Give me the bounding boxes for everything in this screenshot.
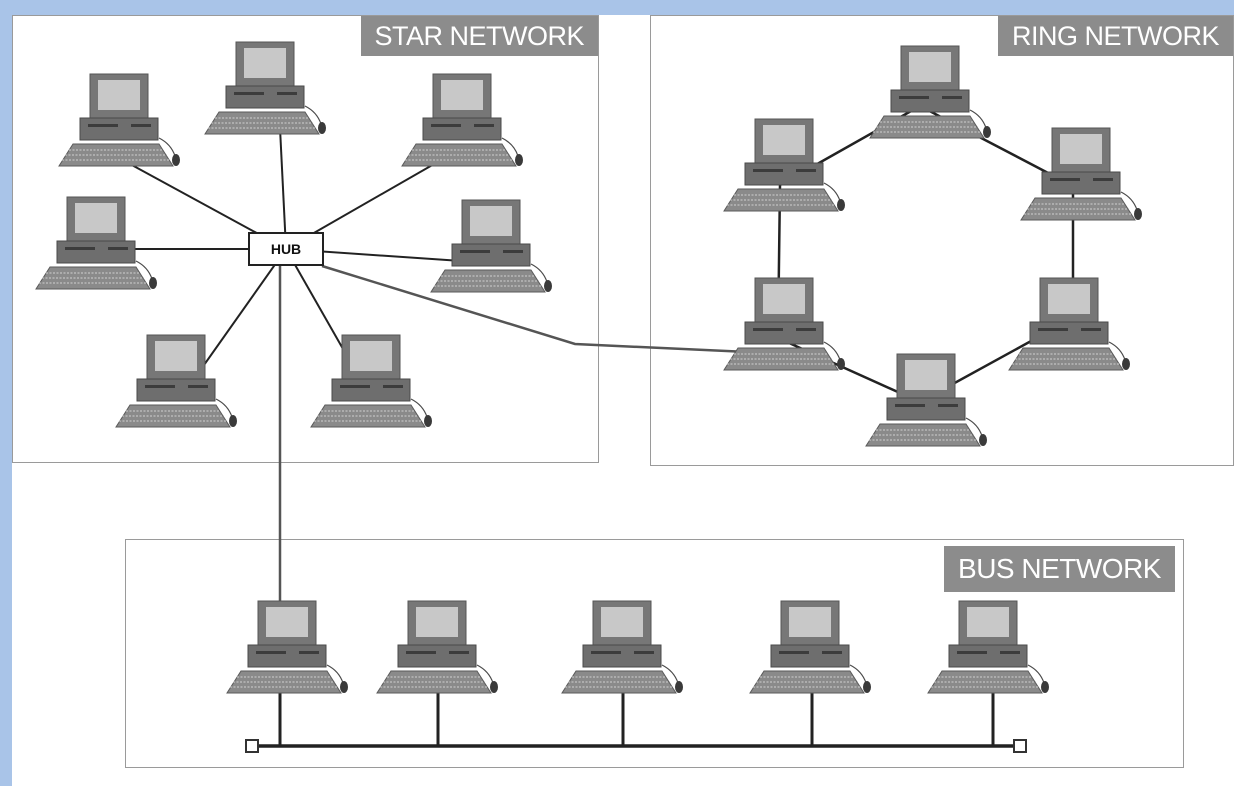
star-computer-5 bbox=[430, 199, 553, 293]
star-computer-7 bbox=[310, 334, 433, 428]
ring-computer-6 bbox=[865, 353, 988, 447]
bus-drops bbox=[278, 690, 995, 746]
bus-computer-4 bbox=[749, 600, 872, 694]
ring-computers bbox=[723, 45, 1143, 447]
bus-computer-5 bbox=[927, 600, 1050, 694]
ring-computer-5 bbox=[1008, 277, 1131, 371]
ring-network-label: RING NETWORK bbox=[998, 16, 1233, 56]
bus-computer-1 bbox=[226, 600, 349, 694]
star-computer-4 bbox=[35, 196, 158, 290]
ring-computer-2 bbox=[723, 118, 846, 212]
left-frame-bar bbox=[0, 0, 12, 786]
star-link-6 bbox=[191, 248, 287, 383]
top-frame-bar bbox=[0, 0, 1234, 15]
ring-computer-3 bbox=[1020, 127, 1143, 221]
hub-label: HUB bbox=[271, 241, 301, 257]
hub-box: HUB bbox=[248, 232, 324, 266]
star-computer-3 bbox=[401, 73, 524, 167]
star-network-label: STAR NETWORK bbox=[360, 16, 598, 56]
bus-computer-3 bbox=[561, 600, 684, 694]
star-link-1 bbox=[279, 127, 287, 250]
star-computer-6 bbox=[115, 334, 238, 428]
bus-terminator-left bbox=[245, 739, 259, 753]
bus-computers bbox=[226, 600, 1050, 694]
bus-computer-2 bbox=[376, 600, 499, 694]
star-computer-2 bbox=[58, 73, 181, 167]
star-computer-1 bbox=[204, 41, 327, 135]
ring-computer-4 bbox=[723, 277, 846, 371]
star-to-ring-link bbox=[321, 264, 749, 354]
ring-computer-1 bbox=[869, 45, 992, 139]
bus-network-label: BUS NETWORK bbox=[944, 546, 1175, 592]
interconnect-links bbox=[278, 264, 749, 610]
bus-terminator-right bbox=[1013, 739, 1027, 753]
